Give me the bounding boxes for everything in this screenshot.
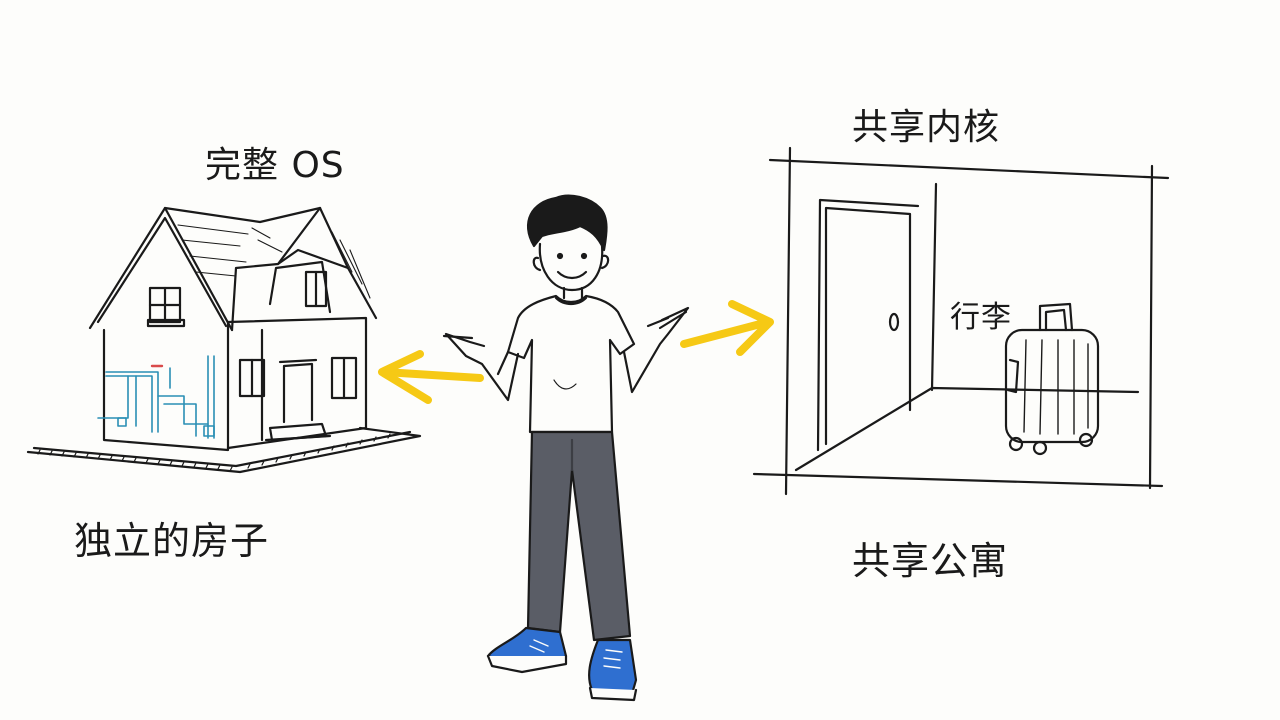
arrow-to-house (378, 350, 484, 404)
house-pipes (97, 355, 215, 439)
full-os-label: 完整 OS (205, 145, 345, 186)
shared-apartment-label: 共享公寓 (852, 539, 1009, 583)
person-figure (442, 194, 690, 702)
luggage-label: 行李 (950, 300, 1012, 335)
arrow-to-apartment (680, 300, 774, 356)
shared-kernel-label: 共享内核 (852, 107, 1001, 148)
independent-house-label: 独立的房子 (74, 519, 270, 563)
luggage-drawing (1004, 302, 1100, 456)
house-drawing (26, 206, 422, 474)
apartment-room-drawing (752, 146, 1170, 496)
